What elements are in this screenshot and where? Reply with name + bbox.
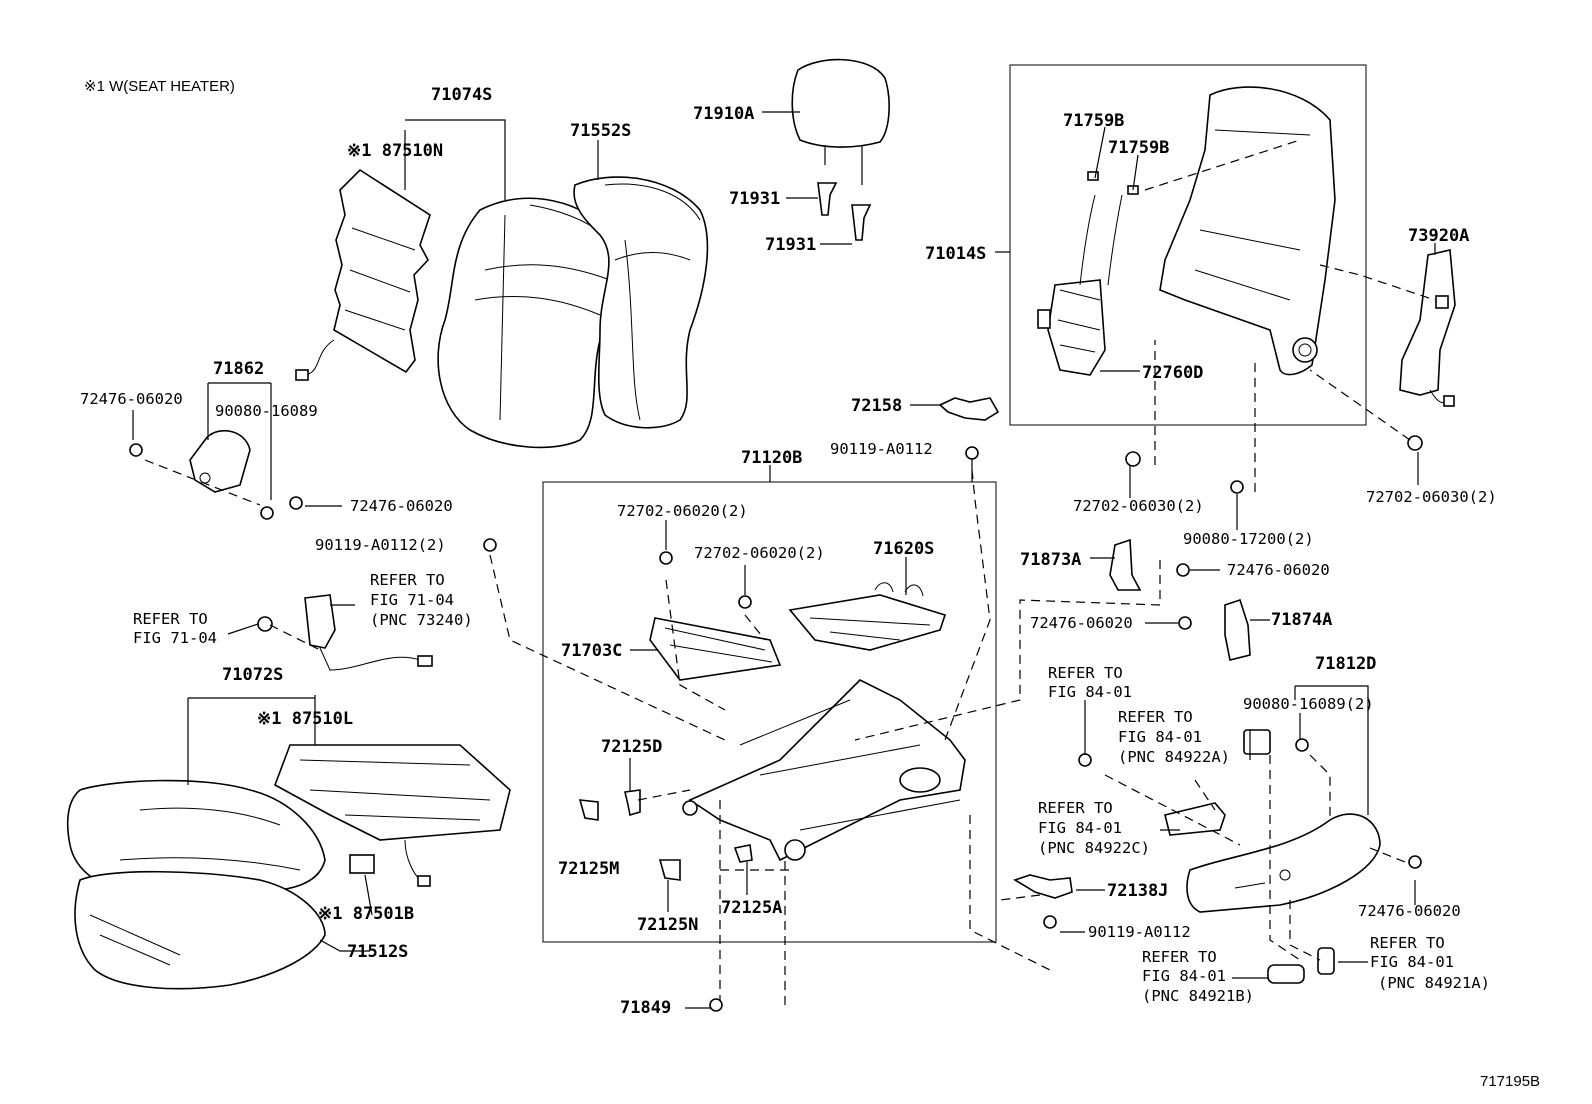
callout-71620S: 71620S xyxy=(873,539,934,559)
callout-87510L: ※1 87510L xyxy=(257,709,353,729)
callout-71120B: 71120B xyxy=(741,448,802,468)
callout-90080-17200: 90080-17200(2) xyxy=(1183,530,1314,548)
side-shield xyxy=(1186,813,1381,913)
callout-71862: 71862 xyxy=(213,359,264,379)
ref-84922C-refer: REFER TO xyxy=(1038,799,1113,817)
callout-87501B: ※1 87501B xyxy=(318,904,414,924)
headrest xyxy=(791,58,890,241)
callout-72702-06030-b: 72702-06030(2) xyxy=(1366,488,1497,506)
ref-84921A-pnc: (PNC 84921A) xyxy=(1378,974,1490,992)
callout-90119-A0112-2: 90119-A0112(2) xyxy=(315,536,446,554)
ref-seatbelt-refer: REFER TO xyxy=(370,571,445,589)
callout-71759B-b: 71759B xyxy=(1108,138,1169,158)
seatback-cover xyxy=(437,197,620,449)
callout-72702-06020-b: 72702-06020(2) xyxy=(694,544,825,562)
callout-72476-06020-e: 72476-06020 xyxy=(1358,902,1461,920)
callout-72702-06020-a: 72702-06020(2) xyxy=(617,502,748,520)
ref-seatbelt-pnc: (PNC 73240) xyxy=(370,611,473,629)
callout-72760D: 72760D xyxy=(1142,363,1203,383)
callout-72125D: 72125D xyxy=(601,737,662,757)
ref-84-top-fig: FIG 84-01 xyxy=(1048,683,1132,701)
callout-73920A: 73920A xyxy=(1408,226,1469,246)
ref-seatbelt-fig: FIG 71-04 xyxy=(370,591,454,609)
seatback-pad xyxy=(573,176,709,429)
seatback-heater-pad xyxy=(295,168,431,381)
reference-notes: REFER TO FIG 71-04 (PNC 73240) REFER TO … xyxy=(133,571,1490,1005)
ref-nut-refer: REFER TO xyxy=(133,610,208,628)
ref-84922C-pnc: (PNC 84922C) xyxy=(1038,839,1150,857)
callout-71931-a: 71931 xyxy=(729,189,780,209)
callout-71759B-a: 71759B xyxy=(1063,111,1124,131)
fastener-set xyxy=(129,435,1423,1012)
leader-lines xyxy=(132,111,1436,1009)
callout-71074S: 71074S xyxy=(431,85,492,105)
callout-71703C: 71703C xyxy=(561,641,622,661)
callout-71812D: 71812D xyxy=(1315,654,1376,674)
bracket-72125N xyxy=(658,859,681,881)
ref-nut-fig: FIG 71-04 xyxy=(133,629,217,647)
callout-71014S: 71014S xyxy=(925,244,986,264)
seat-heater-note: ※1 W(SEAT HEATER) xyxy=(84,78,235,95)
callout-71931-b: 71931 xyxy=(765,235,816,255)
seat-cushion-cover xyxy=(66,779,326,896)
figure-id: 717195B xyxy=(1480,1073,1540,1090)
callout-72125N: 72125N xyxy=(637,915,698,935)
callout-72476-06020-a: 72476-06020 xyxy=(80,390,183,408)
callout-71512S: 71512S xyxy=(347,942,408,962)
switch-84922C xyxy=(1164,802,1226,836)
clip-72125A xyxy=(733,844,753,863)
knob-84921B xyxy=(1267,964,1305,984)
ref-84922A-pnc: (PNC 84922A) xyxy=(1118,748,1230,766)
callout-71552S: 71552S xyxy=(570,121,631,141)
callout-72125A: 72125A xyxy=(721,898,782,918)
dashed-guides xyxy=(144,139,1436,1005)
side-airbag-cover xyxy=(1399,249,1456,407)
seatback-frame-box xyxy=(1009,64,1367,426)
ref-84921B-refer: REFER TO xyxy=(1142,948,1217,966)
callout-90080-16089-2: 90080-16089(2) xyxy=(1243,695,1374,713)
bracket-72125D-b xyxy=(578,799,599,821)
ref-84921A-fig: FIG 84-01 xyxy=(1370,953,1454,971)
switch-84922A xyxy=(1243,729,1271,755)
seatbelt-buckle xyxy=(304,594,433,671)
callout-71849: 71849 xyxy=(620,998,671,1018)
recliner-cover xyxy=(189,429,251,493)
callout-90119-A0112-bot: 90119-A0112 xyxy=(1088,923,1191,941)
part-callouts: 71074S ※1 87510N 71552S 71910A 71931 719… xyxy=(80,85,1497,1018)
seat-cushion-pad xyxy=(74,870,326,990)
callout-71874A: 71874A xyxy=(1271,610,1332,630)
ref-84921B-fig: FIG 84-01 xyxy=(1142,967,1226,985)
ref-84921B-pnc: (PNC 84921B) xyxy=(1142,987,1254,1005)
bracket-71874A xyxy=(1224,598,1251,661)
ref-84-top-refer: REFER TO xyxy=(1048,664,1123,682)
ref-84922A-refer: REFER TO xyxy=(1118,708,1193,726)
knob-84921A xyxy=(1317,947,1335,975)
callout-71072S: 71072S xyxy=(222,665,283,685)
cushion-heater-pad xyxy=(274,744,511,887)
ref-84922C-fig: FIG 84-01 xyxy=(1038,819,1122,837)
callout-72138J: 72138J xyxy=(1107,881,1168,901)
callout-72476-06020-b: 72476-06020 xyxy=(350,497,453,515)
clip-72138J xyxy=(1013,874,1073,899)
callout-72125M: 72125M xyxy=(558,859,619,879)
callout-72158: 72158 xyxy=(851,396,902,416)
ref-84922A-fig: FIG 84-01 xyxy=(1118,728,1202,746)
callout-87510N: ※1 87510N xyxy=(347,141,443,161)
callout-72476-06020-d: 72476-06020 xyxy=(1030,614,1133,632)
callout-71910A: 71910A xyxy=(693,104,754,124)
bracket-72125D xyxy=(624,789,641,817)
callout-90080-16089: 90080-16089 xyxy=(215,402,318,420)
callout-72702-06030-a: 72702-06030(2) xyxy=(1073,497,1204,515)
bracket-71873A xyxy=(1109,538,1142,591)
callout-72476-06020-c: 72476-06020 xyxy=(1227,561,1330,579)
callout-90119-A0112-top: 90119-A0112 xyxy=(830,440,933,458)
ref-84921A-refer: REFER TO xyxy=(1370,934,1445,952)
clip-72158 xyxy=(938,397,1000,421)
cushion-frame-box xyxy=(542,481,997,943)
callout-71873A: 71873A xyxy=(1020,550,1081,570)
